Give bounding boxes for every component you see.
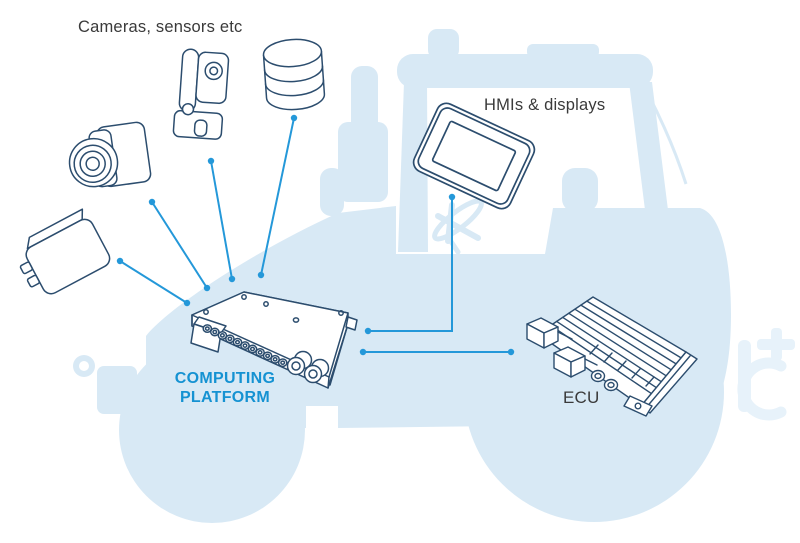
ecu-round-plugs: [590, 369, 619, 392]
platform-connector-row: [202, 324, 288, 368]
tractor-rear-hitch: [737, 328, 795, 421]
link-hmi-to-platform: [368, 197, 453, 332]
hmi-inner-frame: [417, 107, 531, 205]
label-cameras-sensors: Cameras, sensors etc: [78, 18, 243, 36]
radar-illustration: [19, 208, 111, 295]
ecu-illustration: [526, 296, 698, 417]
ecu-mount-foot: [623, 395, 653, 417]
link-bracketcamera-to-platform: [210, 160, 233, 280]
label-ecu: ECU: [563, 388, 600, 407]
tractor-rear-window-strut: [646, 93, 688, 185]
hmi-screen: [431, 120, 517, 192]
computing-platform-illustration: [190, 291, 358, 389]
label-computing-platform: COMPUTING PLATFORM: [155, 369, 295, 407]
tractor-seat: [562, 168, 598, 212]
tractor-rear-pillar: [629, 82, 668, 210]
hmi-display-illustration: [412, 102, 536, 210]
radar-connector-2: [26, 274, 40, 288]
hmi-outer-frame: [412, 102, 536, 210]
tractor-mirror: [320, 168, 344, 216]
ecu-connector-1: [526, 317, 573, 349]
tractor-steering-wheel: [432, 198, 484, 255]
connection-dots: [116, 114, 515, 356]
platform-screw-holes: [203, 294, 344, 323]
bracket-camera-foot: [172, 109, 224, 140]
lidar-illustration: [262, 38, 326, 111]
tractor-exhaust-base: [338, 122, 388, 202]
ecu-fins: [550, 300, 682, 395]
tractor-front-pillar: [398, 82, 428, 252]
bracket-camera-lens-icon: [204, 61, 223, 81]
bracket-camera-illustration: [172, 48, 230, 140]
tractor-roof: [397, 54, 653, 88]
bracket-camera-hinge: [181, 102, 195, 116]
ecu-connector-2: [553, 346, 598, 378]
tractor-roof-beacon: [527, 44, 599, 58]
lidar-top: [262, 38, 323, 68]
connection-lines: [119, 117, 511, 353]
platform-mount-tab: [345, 316, 358, 331]
box-camera-illustration: [68, 121, 152, 188]
tractor-front-weight: [97, 366, 137, 414]
link-radar-to-platform: [119, 260, 188, 304]
radar-body: [25, 218, 111, 295]
box-camera-lens-icon: [68, 137, 119, 188]
radar-connector-1: [19, 261, 33, 275]
link-lidar-to-platform: [260, 117, 295, 276]
label-computing-platform-line1: COMPUTING: [174, 370, 276, 387]
link-boxcamera-to-platform: [151, 201, 208, 289]
label-hmis-displays: HMIs & displays: [484, 96, 606, 114]
platform-barrel-connectors: [286, 350, 330, 384]
bracket-camera-arm: [178, 48, 200, 112]
tractor-gps-antenna: [428, 29, 459, 59]
label-computing-platform-line2: PLATFORM: [179, 389, 271, 406]
